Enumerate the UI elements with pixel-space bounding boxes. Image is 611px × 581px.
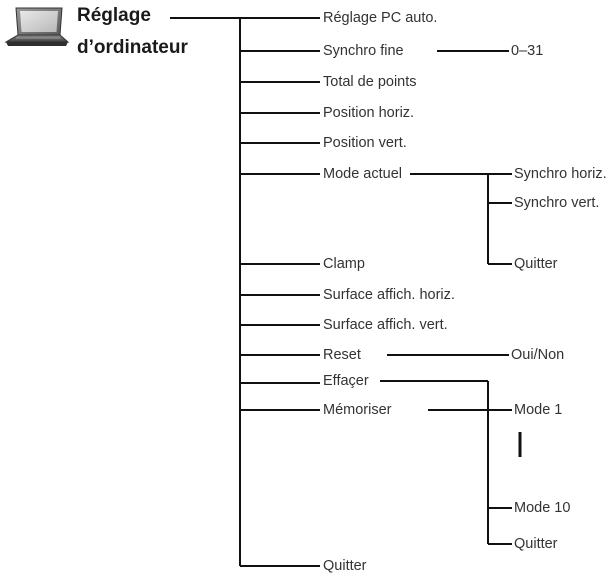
menu-item-quitter[interactable]: Quitter — [321, 557, 369, 575]
memory-quitter[interactable]: Quitter — [512, 535, 560, 553]
memory-mode-1[interactable]: Mode 1 — [512, 401, 565, 419]
menu-item-surface-affich-vert[interactable]: Surface affich. vert. — [321, 316, 450, 334]
menu-item-position-vert[interactable]: Position vert. — [321, 134, 409, 152]
menu-item-position-horiz[interactable]: Position horiz. — [321, 104, 417, 122]
reset-options: Oui/Non — [509, 346, 567, 364]
menu-item-effacer[interactable]: Effaçer — [321, 372, 371, 390]
synchro-fine-range: 0–31 — [509, 42, 546, 60]
menu-item-reset[interactable]: Reset — [321, 346, 363, 364]
laptop-icon — [4, 7, 70, 46]
mode-actuel-quitter[interactable]: Quitter — [512, 255, 560, 273]
menu-item-surface-affich-horiz[interactable]: Surface affich. horiz. — [321, 286, 457, 304]
menu-title-line2: d’ordinateur — [77, 37, 188, 58]
menu-item-reglage-pc-auto[interactable]: Réglage PC auto. — [321, 9, 440, 27]
menu-item-clamp[interactable]: Clamp — [321, 255, 367, 273]
mode-actuel-synchro-horiz[interactable]: Synchro horiz. — [512, 165, 609, 183]
mode-actuel-synchro-vert[interactable]: Synchro vert. — [512, 194, 602, 212]
menu-item-total-points[interactable]: Total de points — [321, 73, 419, 91]
menu-item-memoriser[interactable]: Mémoriser — [321, 401, 394, 419]
menu-item-mode-actuel[interactable]: Mode actuel — [321, 165, 404, 183]
menu-item-synchro-fine[interactable]: Synchro fine — [321, 42, 406, 60]
menu-title-line1: Réglage — [77, 5, 151, 26]
memory-mode-10[interactable]: Mode 10 — [512, 499, 573, 517]
